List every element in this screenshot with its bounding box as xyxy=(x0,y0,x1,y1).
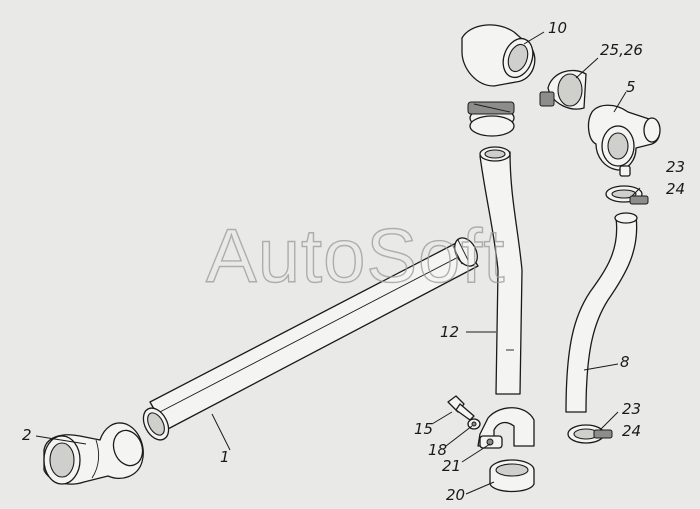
clamp-23-24-lower xyxy=(567,424,613,444)
part-20-ring xyxy=(489,459,535,493)
callout-2: 2 xyxy=(22,426,32,444)
callout-25-26: 25,26 xyxy=(600,41,643,59)
callout-12: 12 xyxy=(440,323,459,341)
clamp-upper xyxy=(467,101,515,137)
callout-8: 8 xyxy=(620,353,630,371)
callout-labels: 2 1 10 25,26 5 23 24 12 8 15 18 21 20 23… xyxy=(22,19,685,504)
callout-18: 18 xyxy=(428,441,447,459)
callout-15: 15 xyxy=(414,420,433,438)
callout-10: 10 xyxy=(548,19,567,37)
callout-23-upper: 23 xyxy=(666,158,685,176)
clamp-23-24-upper xyxy=(605,185,649,205)
watermark-text: AutoSoft xyxy=(206,214,506,299)
callout-5: 5 xyxy=(626,78,636,96)
part-12-bent-pipe xyxy=(479,146,523,395)
callout-20: 20 xyxy=(446,486,465,504)
part-15-bolt xyxy=(447,395,475,421)
part-5-tee-fitting xyxy=(587,104,661,177)
part-21-bracket xyxy=(477,407,535,449)
callout-24-lower: 24 xyxy=(622,422,641,440)
part-10-elbow-cap xyxy=(461,24,536,87)
leader-lines xyxy=(35,31,641,495)
part-1-pipe xyxy=(142,237,479,441)
callout-1: 1 xyxy=(220,448,230,466)
callout-23-lower: 23 xyxy=(622,400,641,418)
callout-24-upper: 24 xyxy=(666,180,685,198)
part-2-elbow xyxy=(43,422,144,485)
clamp-25-26 xyxy=(539,69,587,110)
part-8-curved-hose xyxy=(565,212,638,413)
callout-21: 21 xyxy=(442,457,461,475)
